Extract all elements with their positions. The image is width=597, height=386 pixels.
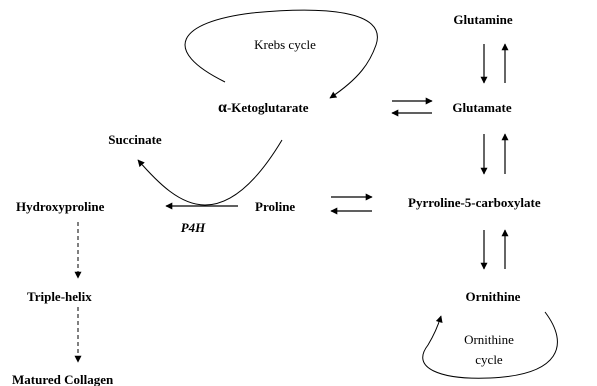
label-enzyme-p4h: P4H <box>181 220 206 235</box>
node-succinate: Succinate <box>108 132 162 147</box>
node-hydroxyproline: Hydroxyproline <box>16 199 105 214</box>
ornithine-cycle-loop <box>422 311 558 379</box>
node-glutamine: Glutamine <box>453 12 512 27</box>
node-proline: Proline <box>255 199 295 214</box>
node-glutamate: Glutamate <box>452 100 511 115</box>
node-matured-collagen: Matured Collagen <box>12 372 114 386</box>
node-alpha-ketoglutarate: α-Ketoglutarate <box>218 99 309 116</box>
node-triple-helix: Triple-helix <box>27 289 92 304</box>
krebs-cycle-loop <box>184 9 378 99</box>
node-pyrroline-5-carboxylate: Pyrroline-5-carboxylate <box>408 195 541 210</box>
label-krebs-cycle: Krebs cycle <box>254 37 316 52</box>
node-ornithine: Ornithine <box>466 289 521 304</box>
arrow-akg-to-succinate <box>137 139 283 206</box>
label-ornithine-cycle-line1: Ornithine <box>464 332 514 347</box>
label-ornithine-cycle-line2: cycle <box>475 352 503 367</box>
alpha-symbol: α <box>218 99 227 116</box>
ketoglutarate-label: -Ketoglutarate <box>227 100 309 115</box>
